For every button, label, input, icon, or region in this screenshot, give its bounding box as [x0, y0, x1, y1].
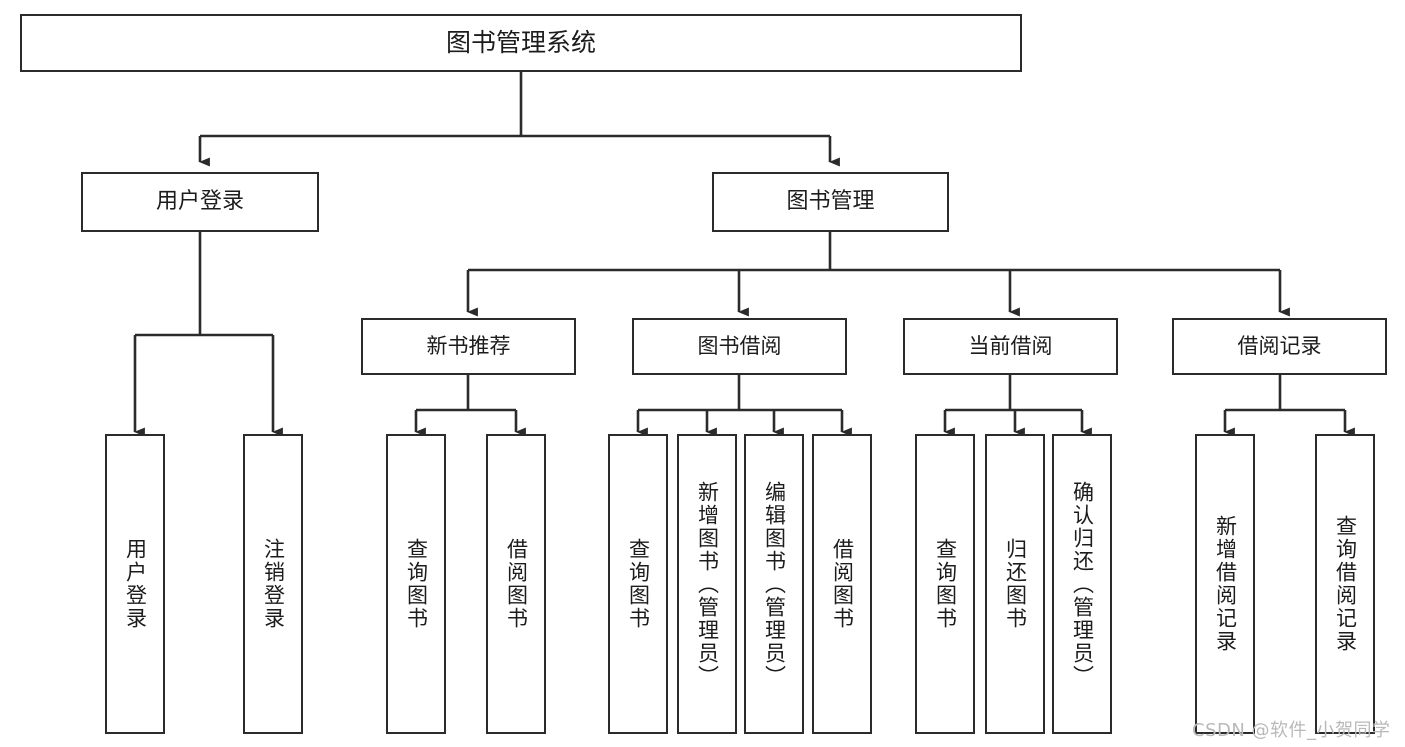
node-label: 查询图书 [626, 538, 651, 630]
node-label: 新增借阅记录 [1213, 515, 1238, 653]
node-label: 图书管理 [786, 189, 875, 215]
node-leaf-borrow-edit-book-admin[interactable]: 编辑图书（管理员） [744, 434, 804, 734]
node-label: 归还图书 [1003, 538, 1028, 630]
node-leaf-current-return-books[interactable]: 归还图书 [985, 434, 1045, 734]
node-leaf-newbook-query-books[interactable]: 查询图书 [386, 434, 446, 734]
csdn-watermark: CSDN @软件_小贺同学 [1192, 720, 1391, 741]
node-leaf-record-add-record[interactable]: 新增借阅记录 [1195, 434, 1255, 734]
node-user-login[interactable]: 用户登录 [81, 172, 319, 232]
node-leaf-user-login-signout[interactable]: 注销登录 [243, 434, 303, 734]
node-label: 注销登录 [261, 538, 286, 630]
node-leaf-borrow-borrow-books[interactable]: 借阅图书 [812, 434, 872, 734]
node-label: 图书借阅 [697, 334, 782, 359]
node-label: 图书管理系统 [445, 28, 596, 58]
node-leaf-borrow-add-book-admin[interactable]: 新增图书（管理员） [677, 434, 737, 734]
node-leaf-user-login-signin[interactable]: 用户登录 [105, 434, 165, 734]
node-label: 借阅记录 [1237, 334, 1322, 359]
node-leaf-record-query-record[interactable]: 查询借阅记录 [1315, 434, 1375, 734]
node-label: 确认归还（管理员） [1070, 480, 1095, 688]
node-label: 查询图书 [933, 538, 958, 630]
node-label: 借阅图书 [504, 538, 529, 630]
node-leaf-current-confirm-return-admin[interactable]: 确认归还（管理员） [1052, 434, 1112, 734]
node-leaf-borrow-query-books[interactable]: 查询图书 [608, 434, 668, 734]
node-leaf-newbook-borrow-books[interactable]: 借阅图书 [486, 434, 546, 734]
node-new-book-recommendation[interactable]: 新书推荐 [361, 318, 576, 375]
node-label: 查询借阅记录 [1333, 515, 1358, 653]
node-label: 用户登录 [155, 189, 244, 215]
node-label: 借阅图书 [830, 538, 855, 630]
node-current-borrowing[interactable]: 当前借阅 [903, 318, 1118, 375]
node-borrowing-records[interactable]: 借阅记录 [1172, 318, 1387, 375]
node-label: 新书推荐 [426, 334, 511, 359]
node-book-management[interactable]: 图书管理 [712, 172, 949, 232]
node-book-borrowing[interactable]: 图书借阅 [632, 318, 847, 375]
node-label: 新增图书（管理员） [695, 480, 720, 688]
node-label: 当前借阅 [968, 334, 1053, 359]
node-root-book-management-system[interactable]: 图书管理系统 [20, 14, 1022, 72]
node-leaf-current-query-books[interactable]: 查询图书 [915, 434, 975, 734]
node-label: 用户登录 [123, 538, 148, 630]
node-label: 查询图书 [404, 538, 429, 630]
node-label: 编辑图书（管理员） [762, 480, 787, 688]
